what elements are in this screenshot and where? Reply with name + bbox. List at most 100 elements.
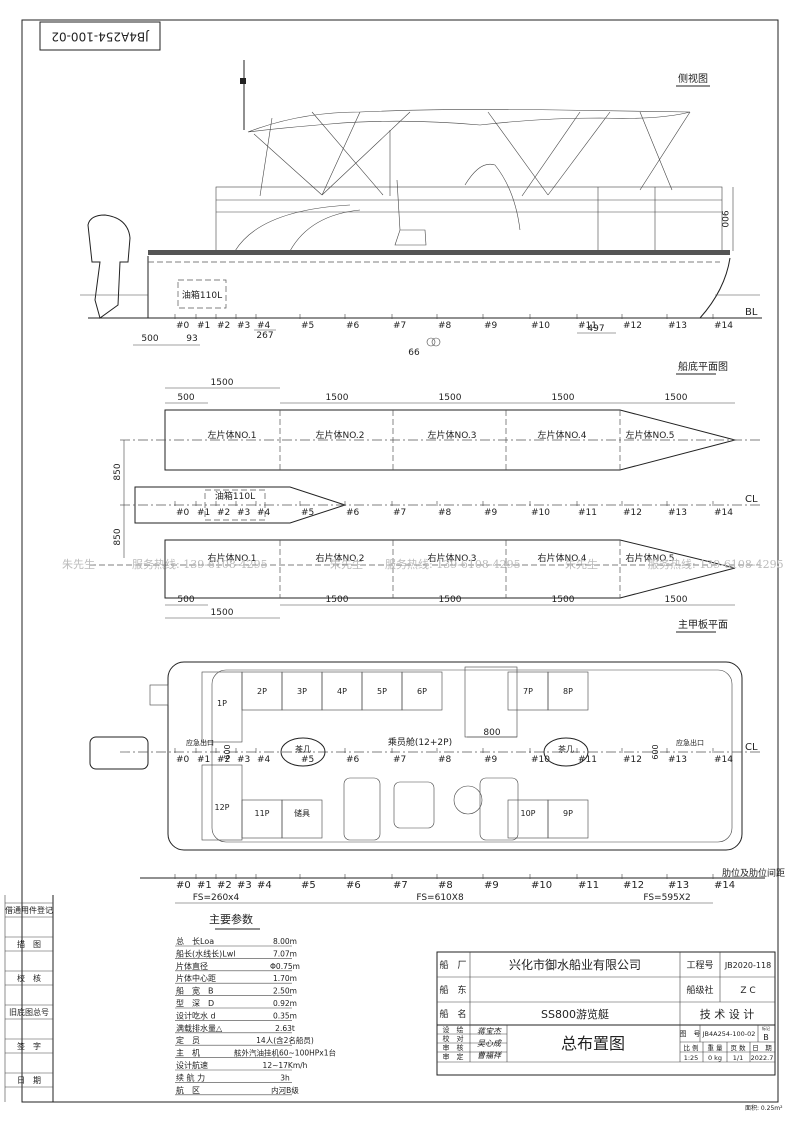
- frame-label: #3: [237, 755, 250, 765]
- bottom-dim: 1500: [326, 595, 349, 605]
- drawing-no: JB4A254-100-02: [702, 1030, 756, 1038]
- top-dim: 1500: [326, 393, 349, 403]
- dim-93: 93: [186, 334, 197, 344]
- role-label: 校 对: [443, 1034, 464, 1043]
- frame-label: #9: [484, 880, 499, 891]
- project-number: JB2020-118: [724, 961, 771, 970]
- frame-label: #11: [578, 508, 597, 518]
- frame-label: #13: [668, 508, 687, 518]
- frame-label: #0: [176, 508, 190, 518]
- frame-label: #11: [578, 321, 597, 331]
- watermark: 朱先生 服务热线: 139-6108-4295 朱先生 服务热线: 139-61…: [62, 557, 784, 571]
- coffee-table-label: 茶几: [295, 744, 311, 754]
- frame-label: #6: [346, 880, 361, 891]
- right-pontoon-label: 右片体NO.1: [207, 552, 256, 564]
- signature: 蒋宝杰: [477, 1027, 502, 1036]
- parameter-label: 片体中心距: [176, 973, 216, 983]
- right-pontoon: [164, 539, 736, 599]
- parameter-label: 定 员: [176, 1035, 200, 1045]
- project-label: 工程号: [686, 960, 713, 971]
- gate-width-dim: 800: [483, 728, 500, 738]
- frame-label: #3: [237, 508, 250, 518]
- frame-label: #8: [438, 880, 453, 891]
- frame-label: #0: [176, 755, 190, 765]
- pages-label: 页 数: [730, 1043, 746, 1052]
- helm-console: [464, 163, 521, 231]
- strip-label: 签 字: [17, 1041, 41, 1051]
- seat-label: 11P: [254, 809, 269, 818]
- bottom-view-title: 船底平面图: [678, 360, 728, 373]
- frame-label: #8: [438, 508, 452, 518]
- shipyard-name: 兴化市御水船业有限公司: [509, 957, 641, 972]
- seat-label: 8P: [563, 687, 573, 696]
- fuel-tank-label: 油箱110L: [182, 289, 222, 301]
- frame-ruler-title: 肋位及肋位间距: [722, 867, 785, 879]
- seat: [241, 799, 283, 839]
- parameter-label: 续 航 力: [176, 1072, 205, 1082]
- frame-label: #5: [301, 321, 314, 331]
- frame-label: #3: [237, 321, 250, 331]
- frame-label: #14: [714, 508, 733, 518]
- frame-label: #11: [578, 755, 597, 765]
- parameter-value: 8.00m: [273, 937, 297, 946]
- frame-label: #10: [531, 755, 550, 765]
- parameter-value: Φ0.75m: [270, 962, 300, 971]
- deck-outline: [167, 661, 743, 851]
- left-pontoon: [164, 409, 737, 471]
- strip-label: 日 期: [17, 1076, 41, 1085]
- seat-label: 1P: [217, 699, 227, 708]
- parameter-value: 0.35m: [273, 1011, 297, 1020]
- top-dim: 500: [177, 393, 194, 403]
- left-pontoon-label: 左片体NO.3: [427, 429, 476, 441]
- dim-497: 497: [587, 324, 604, 334]
- exit-dim: 600: [223, 744, 232, 759]
- frame-label: #6: [346, 321, 360, 331]
- steering-wheel: [453, 785, 483, 815]
- frame-label: #14: [714, 321, 733, 331]
- rail-fence: [215, 186, 723, 252]
- svg-text:朱先生: 朱先生: [330, 557, 363, 571]
- frame-label: #4: [257, 755, 271, 765]
- outboard-motor: [87, 214, 131, 319]
- frame-label: #1: [197, 755, 210, 765]
- svg-text:朱先生: 朱先生: [565, 557, 598, 571]
- parameter-label: 船长(水线长)Lwl: [176, 948, 235, 958]
- right-pontoon-label: 右片体NO.5: [625, 552, 674, 564]
- parameter-label: 型 深 D: [176, 999, 214, 1008]
- center-hull: [134, 486, 347, 524]
- bottom-dim: 1500: [211, 608, 234, 618]
- cabin-label: 乘员舱(12+2P): [388, 736, 452, 748]
- bottom-dim: 500: [177, 595, 194, 605]
- captain-seat: [394, 179, 427, 246]
- frame-label: #7: [393, 755, 406, 765]
- parameter-value: 14人(含2名船员): [256, 1035, 314, 1045]
- scale-value: 1:25: [684, 1054, 699, 1062]
- frame-label: #2: [217, 321, 230, 331]
- pontoon-hull: [147, 256, 731, 319]
- coffee-table: [543, 737, 589, 767]
- seat-label: 12P: [214, 803, 229, 812]
- frame-label: #1: [197, 321, 210, 331]
- deck-view-title: 主甲板平面: [678, 618, 728, 631]
- drawing-number-box: JB4A254-100-02: [39, 21, 161, 51]
- parameters-title: 主要参数: [209, 912, 253, 926]
- frame-label: #14: [714, 755, 733, 765]
- seat: [507, 799, 549, 839]
- parameter-value: 3h: [280, 1073, 290, 1082]
- frame-label: #10: [531, 508, 550, 518]
- pages-value: 1/1: [733, 1054, 743, 1062]
- drawing-border: [21, 19, 779, 1103]
- side-view-title: 侧视图: [678, 72, 708, 85]
- frame-label: #12: [623, 755, 642, 765]
- fuel-tank-plan-label: 油箱110L: [215, 490, 255, 502]
- seat-label: 4P: [337, 687, 347, 696]
- area-note: 面积: 0.25m²: [745, 1104, 783, 1112]
- left-pontoon-label: 左片体NO.5: [625, 429, 674, 441]
- emergency-exit-label: 应急出口: [676, 738, 704, 747]
- date-label: 日 期: [752, 1044, 772, 1052]
- frame-label: #5: [301, 508, 314, 518]
- frame-spacing-aft: FS=260x4: [193, 893, 240, 903]
- frame-label: #9: [484, 508, 498, 518]
